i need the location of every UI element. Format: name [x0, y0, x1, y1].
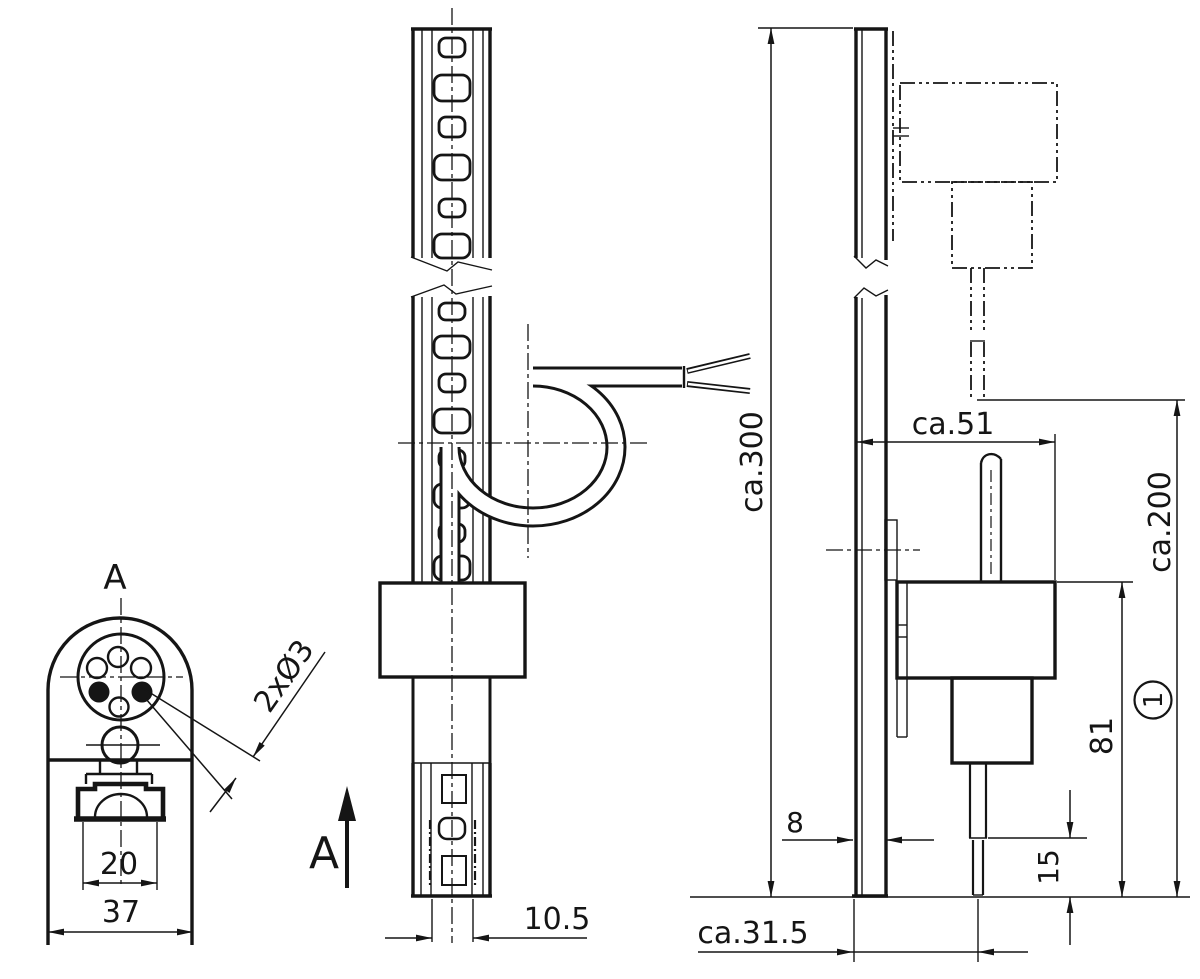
- dim-label-2x3: 2xØ3: [247, 634, 321, 719]
- holder-side: [826, 452, 1057, 896]
- hole-diameter-callout: 2xØ3: [135, 634, 326, 813]
- front-view: 10.5 A: [309, 8, 754, 943]
- contact-bracket: [74, 760, 166, 890]
- filled-hole-right: [131, 681, 153, 703]
- end-view: 20 37 2xØ3 A: [46, 558, 326, 945]
- break-line-upper: [410, 256, 493, 272]
- cable-loop: [439, 353, 754, 586]
- view-a-label: A: [103, 558, 126, 598]
- dim-label-ca51: ca.51: [912, 407, 995, 442]
- holder-outline: [46, 616, 194, 945]
- dim-label-ca200: ca.200: [1143, 471, 1178, 573]
- callout-label: 1: [1139, 692, 1169, 709]
- callout-circle: [1133, 680, 1173, 720]
- dimension-15: 15: [988, 790, 1087, 945]
- rail-break-lower: [853, 287, 889, 299]
- rail-side: [852, 27, 889, 898]
- view-direction-arrow: A: [309, 786, 356, 888]
- rail-break-upper: [853, 255, 889, 269]
- view-direction-label: A: [309, 828, 339, 879]
- side-view: ca.300 ca.51 ca.200 8: [690, 27, 1190, 962]
- dimension-10-5: 10.5: [385, 899, 590, 942]
- dim-label-15: 15: [1032, 849, 1065, 885]
- dimension-20: 20: [83, 847, 157, 887]
- dim-label-8: 8: [786, 806, 804, 839]
- dimension-8: 8: [782, 806, 934, 844]
- holder-pin: [968, 763, 988, 896]
- dim-label-ca31-5: ca.31.5: [697, 916, 808, 951]
- dim-label-81: 81: [1085, 717, 1120, 755]
- dimension-ca31-5: ca.31.5: [697, 899, 1028, 962]
- cable-side: [979, 452, 1003, 582]
- callout-1: 1: [1133, 680, 1173, 720]
- filled-hole-left: [88, 681, 110, 703]
- dimension-ca51: ca.51: [857, 407, 1056, 580]
- stripped-wires: [686, 353, 754, 394]
- phantom-holder-position: [892, 31, 1058, 398]
- dim-label-20: 20: [100, 847, 138, 882]
- holder-shaft-front: [411, 677, 492, 763]
- dim-label-37: 37: [102, 895, 140, 930]
- dim-label-ca300: ca.300: [735, 411, 770, 513]
- holder-body-side: [895, 580, 1057, 680]
- dim-label-10-5: 10.5: [524, 902, 591, 937]
- contact-holes: [85, 645, 153, 718]
- dimension-ca200: ca.200: [977, 399, 1185, 897]
- holder-shaft-side: [950, 676, 1034, 765]
- dimension-81: 81: [1057, 581, 1133, 897]
- dimension-ca300: ca.300: [735, 27, 853, 897]
- dimension-37: 37: [48, 895, 193, 936]
- view-arrow-head: [338, 786, 356, 821]
- rail-middle-section: [410, 284, 493, 583]
- break-line-lower: [410, 284, 493, 298]
